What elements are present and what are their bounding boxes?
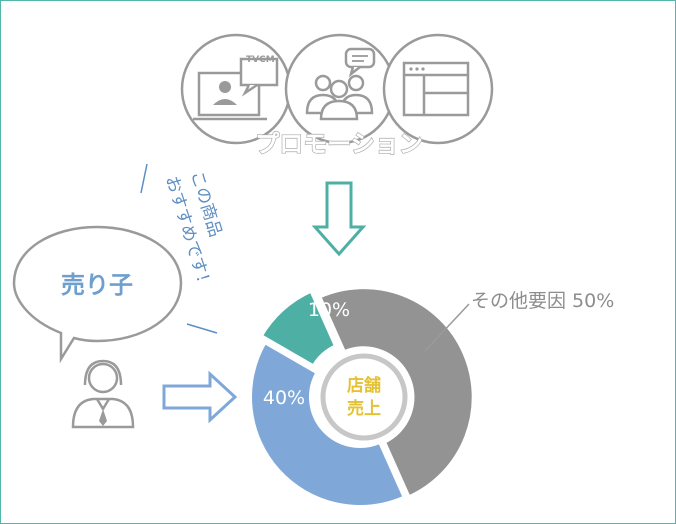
- reco-mark-bottom: [186, 323, 218, 334]
- tvcm-text: TVCM: [246, 55, 275, 65]
- reco-mark-top: [140, 163, 148, 194]
- center-label-line2: 売上: [347, 398, 381, 419]
- audience-icon: [284, 33, 396, 145]
- seller-label: 売り子: [61, 271, 133, 299]
- speech-bubble: [12, 225, 183, 364]
- tv-commercial-icon: [180, 33, 292, 145]
- slice-label-other: その他要因 50%: [471, 290, 614, 312]
- web-page-icon: [382, 33, 494, 145]
- slice-label-10: 10%: [308, 299, 350, 321]
- promotion-label: プロモーション: [255, 130, 423, 158]
- salesperson-icon: [71, 359, 135, 429]
- promotion-icons: [180, 33, 494, 145]
- other-leader-line: [424, 303, 470, 352]
- center-inner-ring: [320, 353, 408, 441]
- pie-slice-10: [258, 287, 339, 370]
- pie-slice-40: [248, 339, 408, 509]
- center-label-line1: 店舗: [347, 375, 381, 396]
- slice-label-40: 40%: [263, 387, 305, 409]
- down-arrow: [311, 181, 367, 257]
- right-arrow: [162, 370, 238, 424]
- center-ring: [315, 348, 413, 446]
